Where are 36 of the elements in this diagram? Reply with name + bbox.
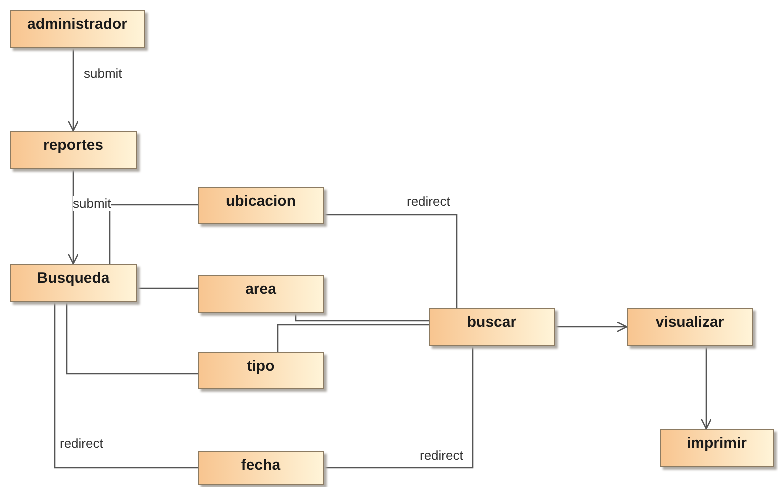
- state-name: visualizar: [656, 314, 724, 331]
- arrow: [68, 48, 80, 132]
- state-box: [660, 429, 774, 467]
- connector-line: [54, 302, 198, 469]
- state-name: ubicacion: [226, 193, 296, 210]
- state-box: [198, 352, 324, 389]
- edge-label: submit: [73, 196, 112, 211]
- state-name: Busqueda: [37, 270, 110, 287]
- arrow: [700, 346, 712, 430]
- edge-label: submit: [84, 66, 122, 81]
- state-name: administrador: [27, 16, 128, 33]
- connector-line: [324, 214, 458, 308]
- connector-line: [66, 302, 198, 375]
- edge-label: redirect: [60, 436, 104, 451]
- state-box: [429, 308, 555, 346]
- state-name: area: [246, 281, 276, 298]
- state-box: [198, 275, 324, 313]
- connector-line: [109, 204, 198, 264]
- state-name: tipo: [247, 358, 275, 375]
- state-name: fecha: [241, 457, 281, 474]
- edge-label: redirect: [420, 448, 464, 463]
- state-name: buscar: [467, 314, 517, 331]
- connector-line: [324, 346, 474, 469]
- state-box: [10, 10, 145, 48]
- edge-label: redirect: [407, 194, 450, 209]
- connector-line: [137, 288, 198, 290]
- state-box: [10, 264, 137, 302]
- connector-line: [295, 313, 429, 322]
- state-box: [627, 308, 753, 346]
- state-name: reportes: [43, 137, 104, 154]
- state-name: imprimir: [686, 435, 747, 452]
- state-box: [10, 131, 137, 169]
- arrow: [555, 321, 628, 333]
- state-box: [198, 187, 324, 224]
- state-box: [198, 451, 324, 485]
- connector-line: [277, 324, 429, 352]
